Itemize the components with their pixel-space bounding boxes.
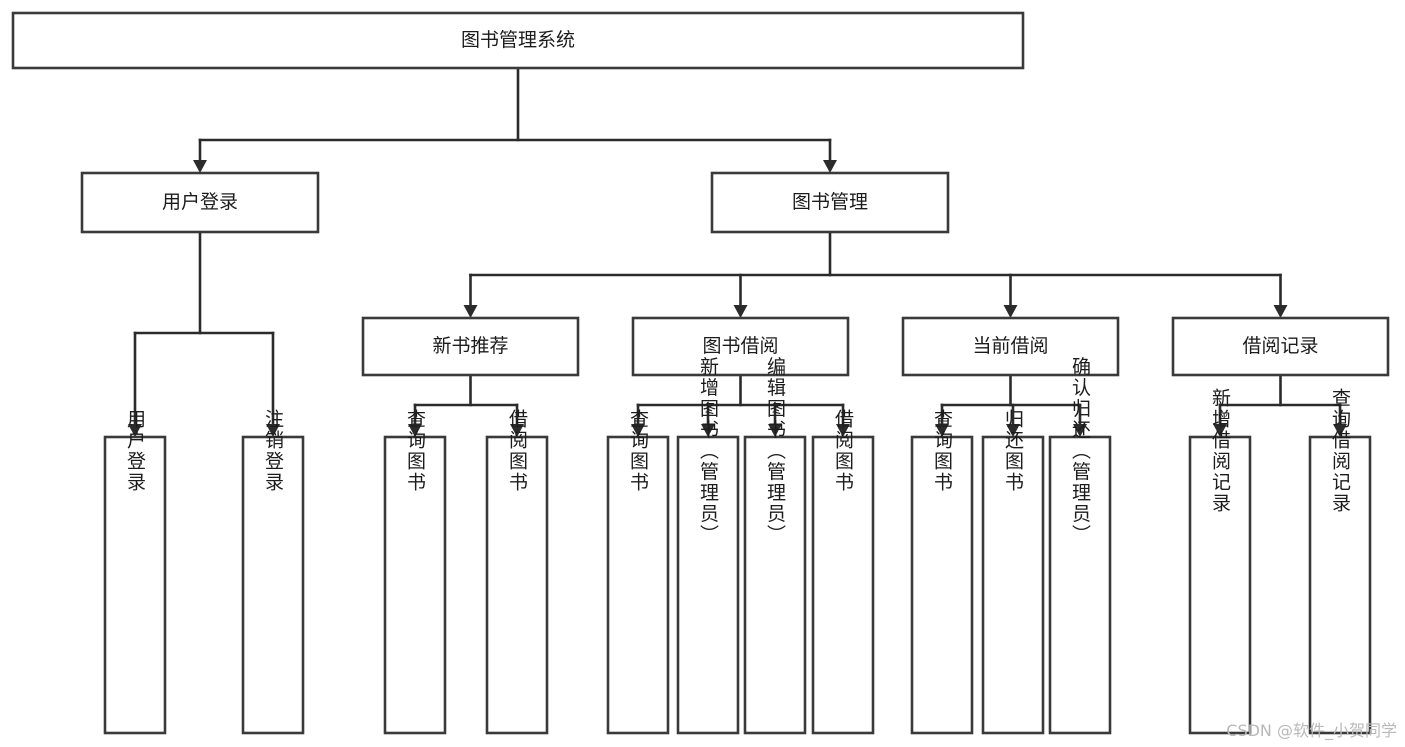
borrow-record-branch-to-leaf-add-record-arrowhead: [1213, 424, 1227, 437]
node-box-leaf-add-book: [676, 435, 740, 735]
node-label-leaf-query-record: 查询借阅记录: [1329, 388, 1351, 514]
node-borrow-record[interactable]: 借阅记录: [1171, 316, 1390, 377]
user-login-branch-to-leaf-user-login-arrowhead: [128, 424, 142, 437]
node-box-leaf-borrow-book: [811, 435, 875, 735]
node-label-leaf-query-book-rec: 查询图书: [404, 409, 426, 493]
node-box-leaf-logout: [241, 435, 305, 735]
book-borrow-branch-to-leaf-query-book-borrow-arrowhead: [631, 424, 645, 437]
node-leaf-query-book-cur[interactable]: 查询图书: [910, 409, 974, 735]
node-label-root: 图书管理系统: [461, 29, 575, 51]
node-leaf-return-book[interactable]: 归还图书: [981, 409, 1045, 735]
node-label-leaf-add-record: 新增借阅记录: [1209, 388, 1231, 514]
book-manage-branch-to-current-borrow-arrowhead: [1003, 305, 1018, 318]
root-branch-to-user-login-arrowhead: [193, 160, 207, 173]
node-box-leaf-add-record: [1188, 435, 1252, 735]
csdn-watermark: CSDN @软件_小贺同学: [1226, 721, 1397, 740]
node-box-book-borrow: [631, 316, 850, 377]
node-box-leaf-user-login: [103, 435, 167, 735]
node-box-leaf-query-book-cur: [910, 435, 974, 735]
root-branch-to-book-manage-arrowhead: [823, 160, 837, 173]
node-box-leaf-query-book-rec: [383, 435, 447, 735]
node-box-borrow-record: [1171, 316, 1390, 377]
current-borrow-branch-to-leaf-confirm-return-arrowhead: [1073, 424, 1087, 437]
node-label-leaf-borrow-book: 借阅图书: [832, 409, 854, 493]
node-box-leaf-confirm-return: [1048, 435, 1112, 735]
node-label-book-borrow: 图书借阅: [702, 335, 778, 357]
node-label-leaf-edit-book: 编辑图书（管理员）: [764, 356, 786, 545]
node-leaf-logout[interactable]: 注销登录: [241, 409, 305, 735]
node-current-borrow[interactable]: 当前借阅: [901, 316, 1120, 377]
node-label-leaf-return-book: 归还图书: [1002, 409, 1024, 493]
node-label-new-book-recommend: 新书推荐: [432, 335, 508, 357]
node-label-leaf-add-book: 新增图书（管理员）: [697, 356, 719, 545]
book-manage-branch-to-new-book-recommend-arrowhead: [463, 305, 478, 318]
node-leaf-add-book[interactable]: 新增图书（管理员）: [676, 356, 740, 735]
node-label-leaf-query-book-cur: 查询图书: [931, 409, 953, 493]
book-manage-branch-to-borrow-record-arrowhead: [1273, 305, 1288, 318]
node-leaf-query-book-rec[interactable]: 查询图书: [383, 409, 447, 735]
node-user-login[interactable]: 用户登录: [80, 171, 320, 234]
node-box-leaf-edit-book: [743, 435, 807, 735]
node-label-book-manage: 图书管理: [792, 191, 868, 213]
user-login-branch-to-leaf-logout-arrowhead: [266, 424, 280, 437]
current-borrow-branch-to-leaf-return-book-arrowhead: [1006, 424, 1020, 437]
book-manage-branch-to-book-borrow-arrowhead: [733, 305, 748, 318]
node-label-leaf-borrow-book-rec: 借阅图书: [506, 409, 528, 493]
node-boxes: 图书管理系统用户登录图书管理新书推荐图书借阅当前借阅借阅记录用户登录注销登录查询…: [11, 11, 1390, 735]
borrow-record-branch-to-leaf-query-record-arrowhead: [1333, 424, 1347, 437]
new-book-recommend-branch-to-leaf-query-book-rec-arrowhead: [408, 424, 422, 437]
node-box-new-book-recommend: [361, 316, 580, 377]
node-box-leaf-query-book-borrow: [606, 435, 670, 735]
node-new-book-recommend[interactable]: 新书推荐: [361, 316, 580, 377]
node-label-current-borrow: 当前借阅: [972, 335, 1048, 357]
node-leaf-borrow-book-rec[interactable]: 借阅图书: [485, 409, 549, 735]
node-box-leaf-query-record: [1308, 435, 1372, 735]
node-box-book-manage: [710, 171, 950, 234]
node-leaf-confirm-return[interactable]: 确认归还（管理员）: [1048, 356, 1112, 735]
node-leaf-user-login[interactable]: 用户登录: [103, 409, 167, 735]
node-label-borrow-record: 借阅记录: [1242, 335, 1318, 357]
node-box-root: [11, 11, 1025, 70]
book-borrow-branch-to-leaf-add-book-arrowhead: [701, 424, 715, 437]
node-leaf-edit-book[interactable]: 编辑图书（管理员）: [743, 356, 807, 735]
node-box-leaf-return-book: [981, 435, 1045, 735]
node-label-leaf-user-login: 用户登录: [124, 409, 146, 493]
node-leaf-query-book-borrow[interactable]: 查询图书: [606, 409, 670, 735]
book-borrow-branch-to-leaf-edit-book-arrowhead: [768, 424, 782, 437]
node-label-leaf-query-book-borrow: 查询图书: [627, 409, 649, 493]
book-borrow-branch-to-leaf-borrow-book-arrowhead: [836, 424, 850, 437]
node-book-borrow[interactable]: 图书借阅: [631, 316, 850, 377]
node-leaf-add-record[interactable]: 新增借阅记录: [1188, 388, 1252, 735]
connector-lines: [128, 66, 1347, 437]
current-borrow-branch-to-leaf-query-book-cur-arrowhead: [935, 424, 949, 437]
node-box-user-login: [80, 171, 320, 234]
node-label-leaf-confirm-return: 确认归还（管理员）: [1069, 356, 1091, 545]
node-leaf-borrow-book[interactable]: 借阅图书: [811, 409, 875, 735]
new-book-recommend-branch-to-leaf-borrow-book-rec-arrowhead: [510, 424, 524, 437]
node-label-user-login: 用户登录: [162, 191, 238, 213]
node-label-leaf-logout: 注销登录: [262, 409, 284, 493]
node-leaf-query-record[interactable]: 查询借阅记录: [1308, 388, 1372, 735]
node-box-current-borrow: [901, 316, 1120, 377]
node-box-leaf-borrow-book-rec: [485, 435, 549, 735]
node-root[interactable]: 图书管理系统: [11, 11, 1025, 70]
node-book-manage[interactable]: 图书管理: [710, 171, 950, 234]
